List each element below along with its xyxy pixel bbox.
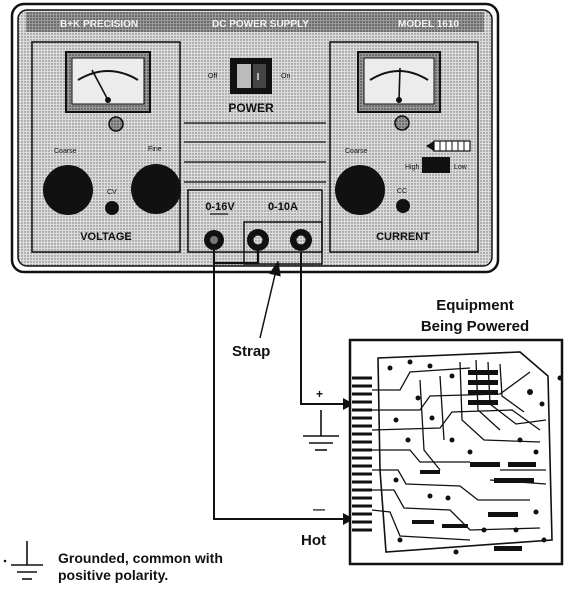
current-section [329,41,479,253]
plus-sign: + [316,387,323,401]
voltage-coarse-label: Coarse [54,148,77,155]
title-label: DC POWER SUPPLY [212,19,309,30]
voltage-meter [65,51,151,113]
equipment-circuit-board [348,338,564,566]
legend-text-line2: positive polarity. [58,567,168,583]
current-coarse-knob[interactable] [335,165,385,215]
strap-label: Strap [232,343,270,360]
strap-pointer-arrow [259,260,281,339]
equipment-title-line1: Equipment [436,297,514,314]
cc-label: CC [397,188,407,195]
ground-symbol [303,410,339,451]
legend-ground-symbol [11,541,43,580]
hot-label: Hot [301,532,326,549]
cv-indicator-led [105,201,119,215]
current-meter [357,51,441,113]
voltage-coarse-knob[interactable] [43,165,93,215]
brand-label: B+K PRECISION [60,19,138,30]
minus-sign: — [313,502,325,516]
center-lower-box [187,189,323,253]
voltage-section [31,41,181,253]
current-meter-zero-screw[interactable] [394,115,410,131]
current-fine-slider[interactable] [426,140,471,152]
terminal-current-label: 0-10A [268,201,298,213]
power-label: POWER [228,101,274,115]
negative-lead-wire [213,252,350,520]
voltage-label: VOLTAGE [80,231,132,243]
cc-indicator-led [396,199,410,213]
panel-header [26,12,484,32]
svg-text:I: I [257,72,260,83]
positive-lead-wire [300,252,350,405]
range-low-label: Low [454,164,468,171]
switch-off-label: Off [208,73,217,80]
power-switch[interactable]: I [230,58,272,94]
range-switch[interactable] [422,157,450,173]
range-high-label: High [405,164,420,171]
equipment-title-line2: Being Powered [421,318,529,335]
cv-label: CV [107,189,117,196]
voltage-meter-zero-screw[interactable] [108,116,124,132]
voltage-fine-label: Fine [148,146,162,153]
model-label: MODEL 1610 [398,19,459,30]
terminal-voltage-label: 0-16V [205,201,235,213]
current-label: CURRENT [376,231,430,243]
legend-text-line1: Grounded, common with [58,550,223,566]
voltage-fine-knob[interactable] [131,164,181,214]
switch-on-label: On [281,73,290,80]
terminal-strap-box [243,221,323,265]
current-coarse-label: Coarse [345,148,368,155]
